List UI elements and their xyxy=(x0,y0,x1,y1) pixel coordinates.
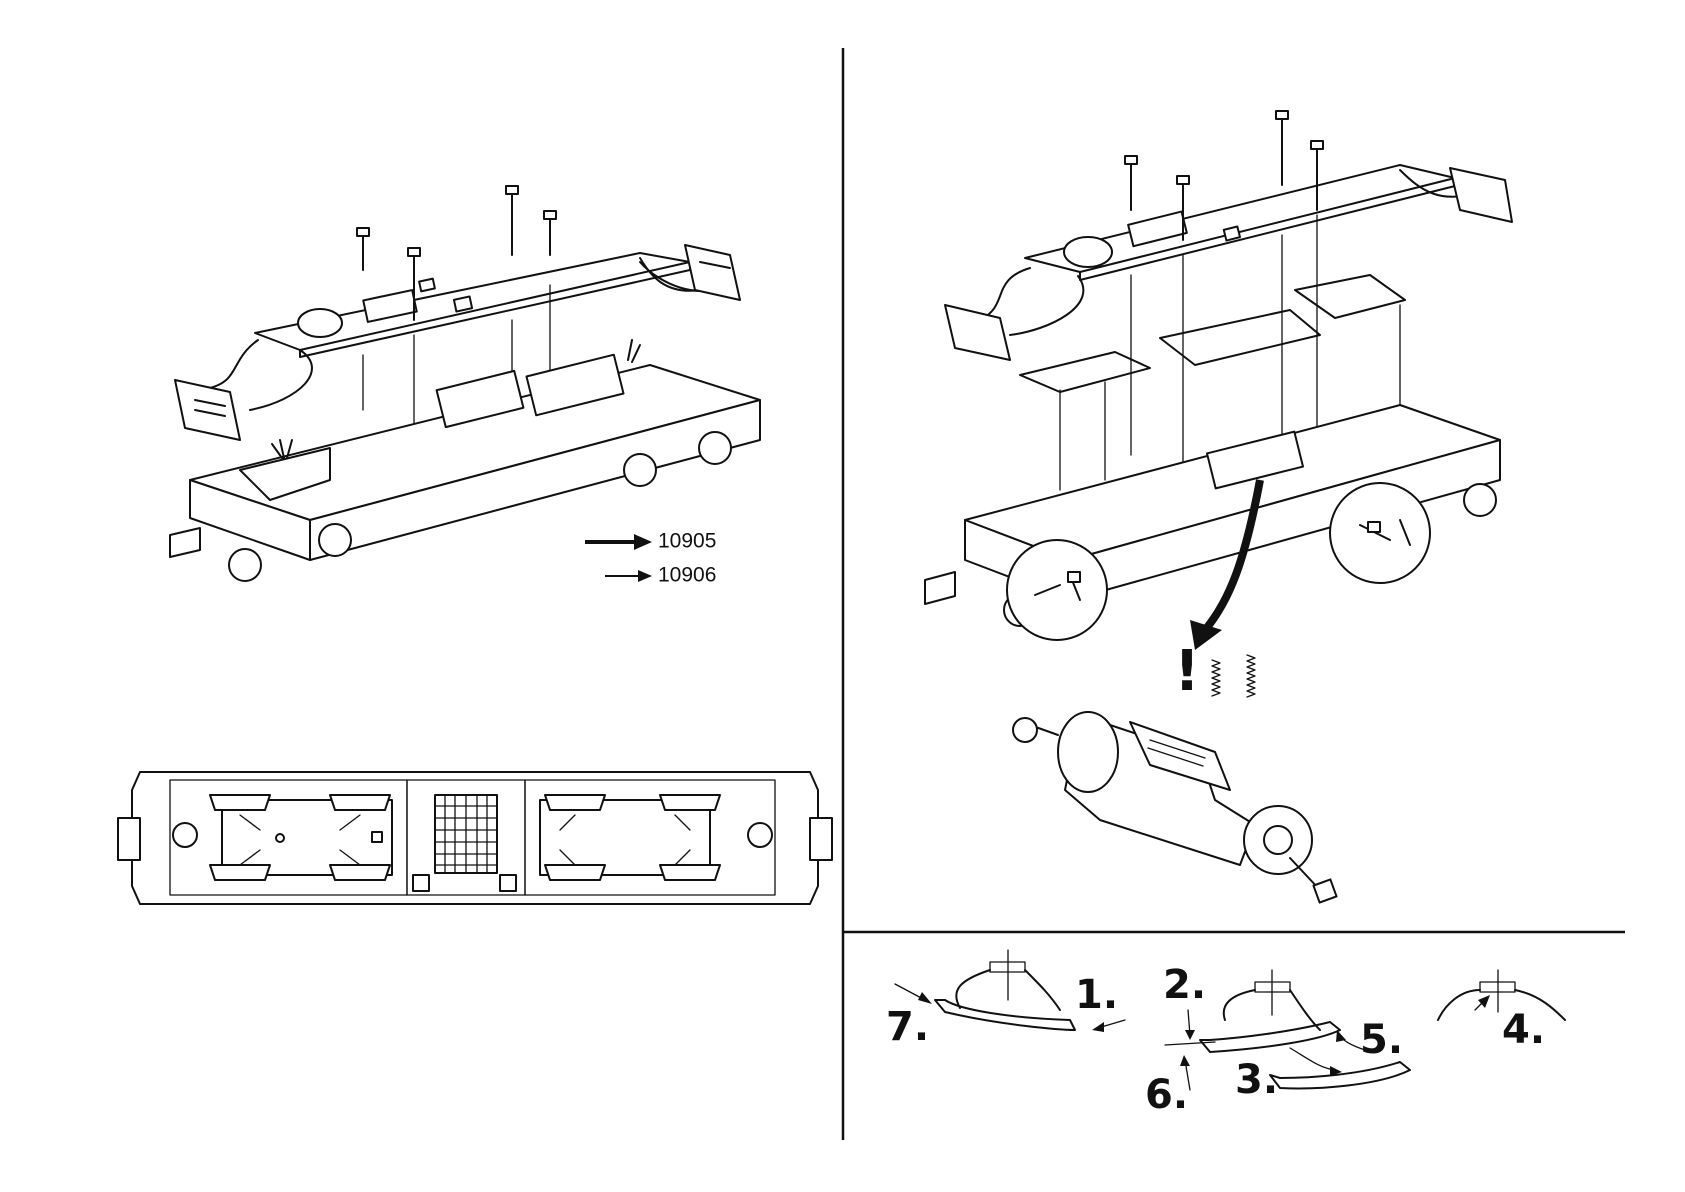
legend: 10905 10906 xyxy=(585,530,716,587)
spring-steps-illustration: 1. 2. 3. 4. 5. 6. 7. xyxy=(886,950,1565,1118)
step-6-label: 6. xyxy=(1145,1072,1188,1118)
legend-label-10906: 10906 xyxy=(658,564,716,587)
step-2-label: 2. xyxy=(1163,962,1206,1008)
legend-item-10906: 10906 xyxy=(605,564,716,587)
step-5-label: 5. xyxy=(1360,1017,1403,1063)
warning-mark: ! xyxy=(1174,639,1200,704)
step-3-label: 3. xyxy=(1235,1057,1278,1103)
underside-view-illustration xyxy=(118,772,832,904)
right-chassis-illustration: ! xyxy=(925,111,1512,903)
step-7-label: 7. xyxy=(886,1004,929,1050)
legend-item-10905: 10905 xyxy=(585,530,716,553)
thin-arrow-icon xyxy=(638,570,652,582)
left-chassis-illustration xyxy=(170,186,760,581)
thick-arrow-icon xyxy=(634,534,652,550)
step-1-label: 1. xyxy=(1075,972,1118,1018)
step-4-label: 4. xyxy=(1502,1007,1545,1053)
legend-label-10905: 10905 xyxy=(658,530,716,553)
